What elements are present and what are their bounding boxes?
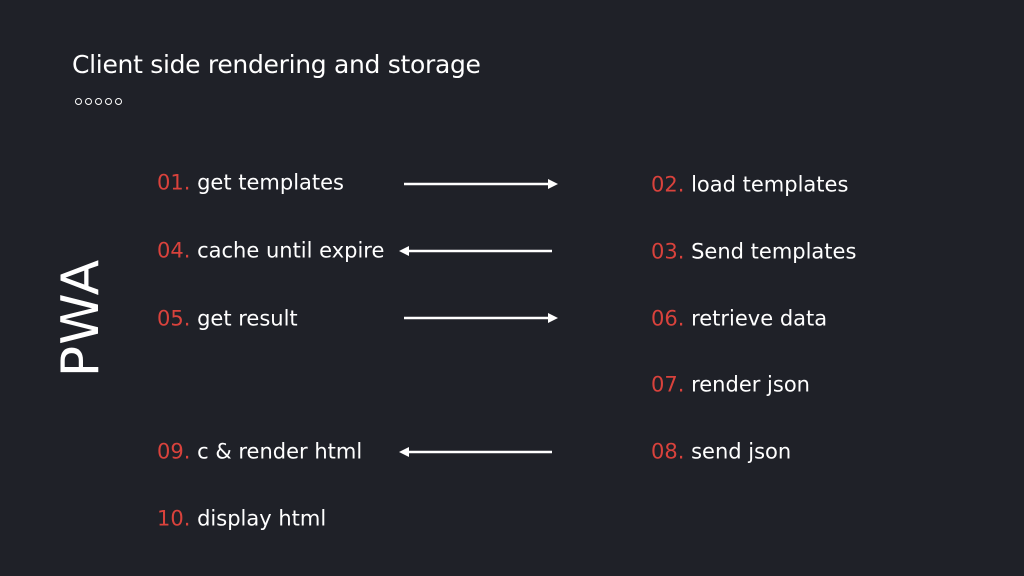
step-label: get templates [197,170,344,195]
step-label: cache until expire [197,238,385,263]
step-number: 05. [157,306,191,331]
arrow-right-icon [404,313,558,323]
step-label: retrieve data [691,306,828,331]
step-10: 10. display html [157,506,327,531]
step-number: 08. [651,439,685,464]
step-label: render json [691,372,810,397]
step-label: get result [197,306,298,331]
step-06: 06. retrieve data [651,306,828,331]
step-04: 04. cache until expire [157,238,385,263]
step-05: 05. get result [157,306,298,331]
arrow-right-icon [404,179,558,189]
step-number: 09. [157,439,191,464]
decorative-dot [85,98,92,105]
step-01: 01. get templates [157,170,344,195]
arrow-left-icon [399,246,552,256]
arrow-left-icon [399,447,552,457]
step-02: 02. load templates [651,172,849,197]
step-number: 03. [651,239,685,264]
step-number: 02. [651,172,685,197]
title-dots [75,98,122,105]
step-label: send json [691,439,792,464]
decorative-dot [95,98,102,105]
step-number: 07. [651,372,685,397]
step-number: 01. [157,170,191,195]
step-03: 03. Send templates [651,239,857,264]
step-number: 04. [157,238,191,263]
decorative-dot [115,98,122,105]
step-label: c & render html [197,439,363,464]
step-label: display html [197,506,327,531]
step-08: 08. send json [651,439,792,464]
step-label: load templates [691,172,849,197]
step-number: 10. [157,506,191,531]
step-09: 09. c & render html [157,439,363,464]
slide-title: Client side rendering and storage [72,50,481,79]
decorative-dot [105,98,112,105]
step-label: Send templates [691,239,857,264]
decorative-dot [75,98,82,105]
step-07: 07. render json [651,372,810,397]
step-number: 06. [651,306,685,331]
